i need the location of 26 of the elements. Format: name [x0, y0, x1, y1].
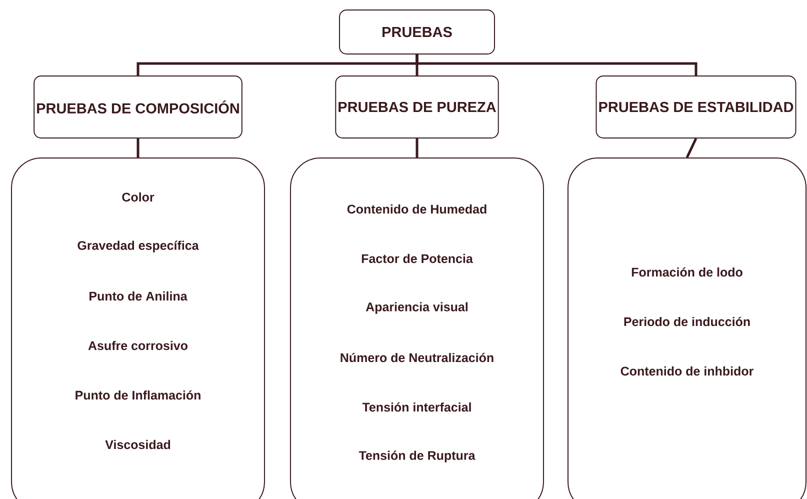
- list-item: Punto de Anilina: [90, 291, 188, 301]
- connector-line: [686, 138, 698, 158]
- list-box: [568, 158, 806, 499]
- category-box: PRUEBAS DE PUREZA: [335, 76, 499, 138]
- list-box: [290, 158, 544, 499]
- category-box: PRUEBAS DE COMPOSICIÓN: [34, 76, 242, 138]
- category-box: PRUEBAS DE ESTABILIDAD: [596, 76, 796, 138]
- connector-line: [136, 138, 140, 158]
- list-item: Tensión de Ruptura: [358, 450, 476, 462]
- list-item: Factor de Potencia: [362, 254, 473, 264]
- list-item: Periodo de inducción: [624, 316, 750, 326]
- connector-line: [416, 138, 418, 158]
- list-item: Color: [122, 192, 154, 202]
- list-item: Asufre corrosivo: [88, 340, 188, 350]
- list-item: Gravedad específica: [78, 240, 199, 252]
- list-item: Viscosidad: [105, 440, 170, 450]
- category-box: PRUEBAS: [339, 10, 495, 54]
- list-item: Contenido de inhbidor: [620, 366, 754, 376]
- connector-line: [416, 54, 698, 76]
- list-item: Número de Neutralización: [340, 352, 494, 362]
- list-item: Formación de lodo: [632, 267, 742, 277]
- list-box: [11, 158, 265, 499]
- list-item: Punto de Inflamación: [76, 390, 200, 400]
- list-item: Apariencia visual: [366, 302, 468, 314]
- list-item: Tensión interfacial: [362, 402, 471, 412]
- list-item: Contenido de Humedad: [347, 204, 486, 214]
